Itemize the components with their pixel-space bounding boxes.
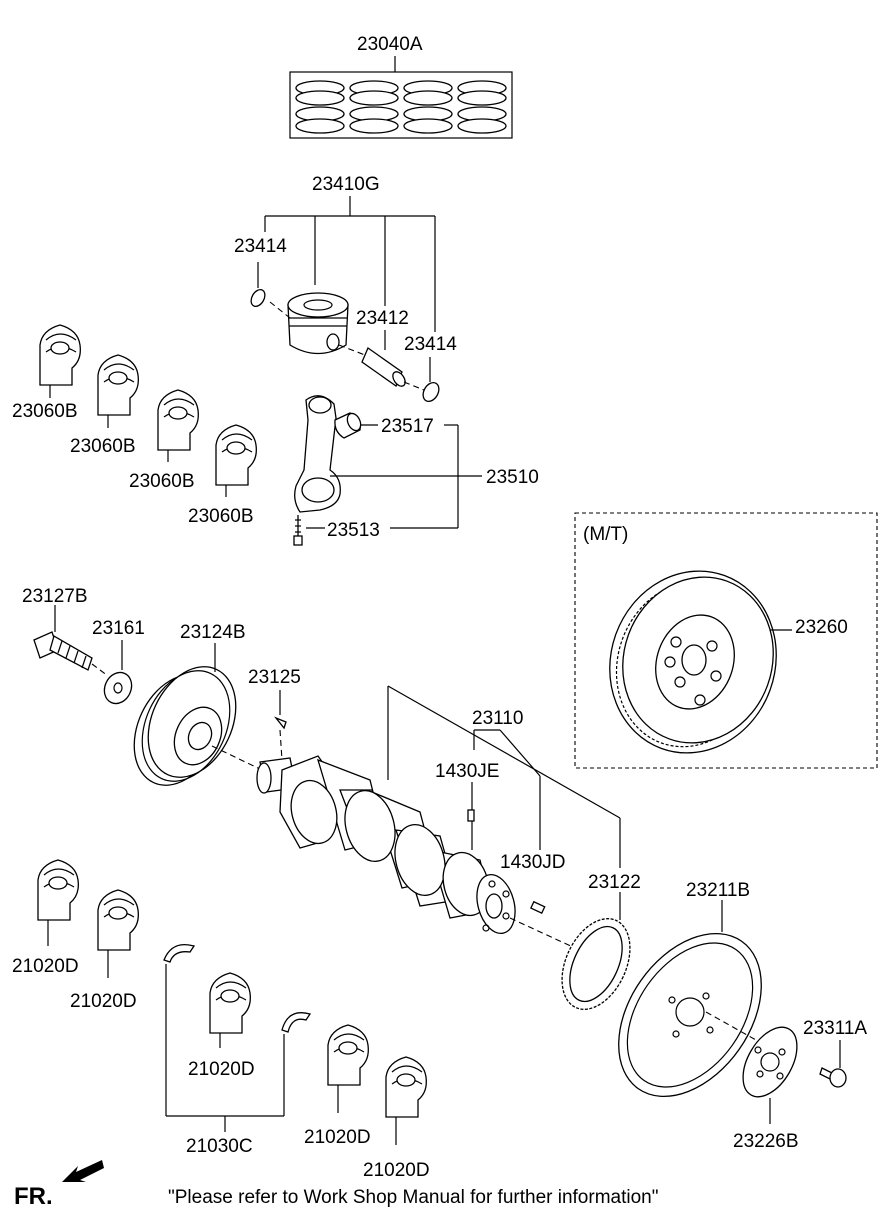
crank-key[interactable] — [273, 716, 287, 730]
front-direction-arrow-icon — [62, 1160, 104, 1182]
label-21020D-2[interactable]: 21020D — [70, 991, 137, 1012]
label-23414-upper[interactable]: 23414 — [234, 236, 287, 257]
label-23161[interactable]: 23161 — [92, 618, 145, 639]
label-23412[interactable]: 23412 — [356, 308, 409, 329]
main-bearing-5[interactable] — [385, 1056, 427, 1118]
rod-bearing-2[interactable] — [97, 354, 139, 416]
drive-plate[interactable] — [589, 907, 791, 1123]
label-23410G[interactable]: 23410G — [312, 174, 380, 195]
front-direction-label: FR. — [14, 1183, 53, 1210]
connecting-rod-leaders — [306, 424, 482, 529]
connecting-rod[interactable] — [294, 395, 341, 513]
label-1430JE[interactable]: 1430JE — [435, 761, 499, 782]
label-23127B[interactable]: 23127B — [22, 586, 88, 607]
drive-plate-bolt[interactable] — [819, 1067, 847, 1088]
label-23122[interactable]: 23122 — [588, 872, 641, 893]
main-bearing-1[interactable] — [37, 859, 79, 921]
label-23226B[interactable]: 23226B — [733, 1131, 799, 1152]
label-23060B-1[interactable]: 23060B — [12, 401, 78, 422]
flywheel[interactable] — [584, 548, 801, 777]
label-23414-lower[interactable]: 23414 — [404, 334, 457, 355]
ring-gear[interactable] — [549, 908, 644, 1020]
pulley-washer[interactable] — [99, 668, 136, 708]
label-23513[interactable]: 23513 — [327, 520, 380, 541]
label-mt[interactable]: (M/T) — [583, 524, 628, 545]
crankshaft-leaders — [387, 685, 621, 868]
main-bearing-4[interactable] — [327, 1024, 369, 1086]
label-21030C[interactable]: 21030C — [186, 1136, 253, 1157]
label-23040A[interactable]: 23040A — [357, 34, 423, 55]
label-23510[interactable]: 23510 — [486, 467, 539, 488]
mt-option-box — [574, 512, 878, 769]
rod-bearing-3[interactable] — [157, 389, 199, 451]
label-1430JD[interactable]: 1430JD — [500, 852, 566, 873]
label-23124B[interactable]: 23124B — [180, 622, 246, 643]
workshop-manual-note: "Please refer to Work Shop Manual for fu… — [168, 1187, 658, 1208]
rod-bearing-1[interactable] — [39, 324, 81, 386]
dowel-pin-1430JD[interactable] — [530, 900, 546, 915]
piston-assembly-leaders — [257, 196, 436, 382]
label-23311A[interactable]: 23311A — [803, 1018, 867, 1039]
label-23517[interactable]: 23517 — [381, 416, 434, 437]
piston[interactable] — [287, 292, 349, 355]
thrust-washer-left[interactable] — [163, 943, 196, 963]
main-bearing-2[interactable] — [97, 889, 139, 951]
thrust-washer-right[interactable] — [281, 1012, 312, 1033]
label-21020D-4[interactable]: 21020D — [304, 1127, 371, 1148]
label-23060B-4[interactable]: 23060B — [188, 506, 254, 527]
pulley-bolt[interactable] — [33, 631, 93, 671]
label-23125[interactable]: 23125 — [248, 667, 301, 688]
label-23110[interactable]: 23110 — [472, 708, 523, 729]
crank-pin-1430JE[interactable] — [467, 809, 475, 822]
label-21020D-3[interactable]: 21020D — [188, 1059, 255, 1080]
label-21020D-5[interactable]: 21020D — [363, 1160, 430, 1181]
thrust-washer-leaders — [165, 964, 285, 1132]
piston-ring-set[interactable] — [289, 56, 513, 139]
rod-bearing-4[interactable] — [215, 424, 257, 486]
label-23060B-2[interactable]: 23060B — [70, 436, 136, 457]
adapter-plate[interactable] — [732, 1018, 808, 1106]
snap-ring-lower[interactable] — [420, 380, 442, 404]
label-23260[interactable]: 23260 — [795, 617, 848, 638]
main-bearing-3[interactable] — [209, 972, 251, 1034]
crankshaft-damper-pulley[interactable] — [117, 653, 253, 800]
connecting-rod-bolt[interactable] — [293, 515, 303, 546]
crankshaft[interactable] — [256, 755, 521, 938]
snap-ring-upper[interactable] — [248, 287, 267, 309]
label-21020D-1[interactable]: 21020D — [12, 956, 79, 977]
label-23060B-3[interactable]: 23060B — [129, 471, 195, 492]
label-23211B[interactable]: 23211B — [686, 880, 750, 901]
piston-pin[interactable] — [361, 347, 408, 388]
connecting-rod-bushing[interactable] — [334, 411, 363, 439]
